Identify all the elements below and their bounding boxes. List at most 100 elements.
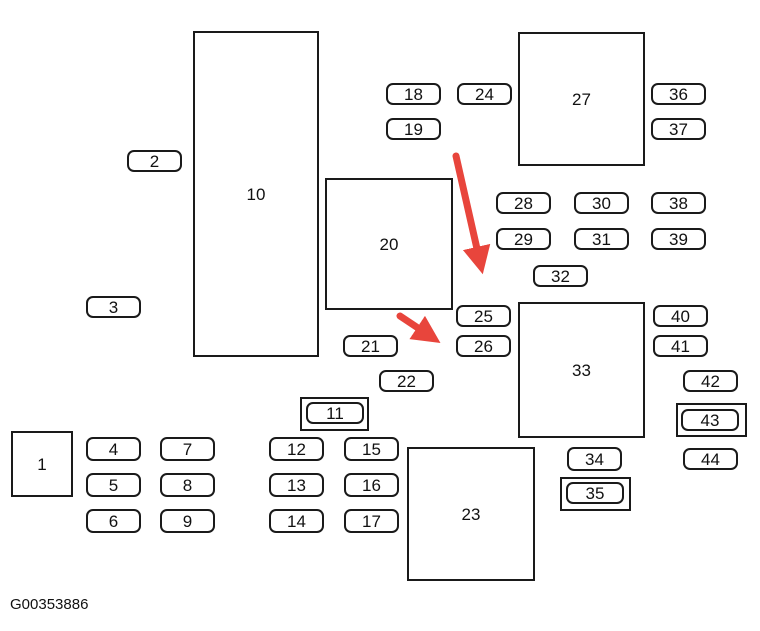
fuse-40: 40 (653, 305, 708, 327)
fuse-31-outline (574, 228, 629, 250)
fuse-41: 41 (653, 335, 708, 357)
fuse-35-frame (560, 477, 631, 511)
fuse-39-label: 39 (669, 230, 688, 249)
relay-27: 27 (518, 32, 645, 166)
fuse-43: 43 (676, 403, 747, 437)
fuse-32-label: 32 (551, 267, 570, 286)
fuse-15: 15 (344, 437, 399, 461)
fuse-22-outline (379, 370, 434, 392)
fuse-22: 22 (379, 370, 434, 392)
fuse-5: 5 (86, 473, 141, 497)
relay-27-outline (518, 32, 645, 166)
fuse-44: 44 (683, 448, 738, 470)
fuse-2-outline (127, 150, 182, 172)
relay-20-outline (325, 178, 453, 310)
fuse-7-outline (160, 437, 215, 461)
fuse-41-label: 41 (671, 337, 690, 356)
fuse-34: 34 (567, 447, 622, 471)
fuse-17-label: 17 (362, 512, 381, 531)
fuse-30-outline (574, 192, 629, 214)
fuse-4: 4 (86, 437, 141, 461)
fuse-18-label: 18 (404, 85, 423, 104)
fuse-37: 37 (651, 118, 706, 140)
fuse-19: 19 (386, 118, 441, 140)
fuse-37-outline (651, 118, 706, 140)
fuse-36-label: 36 (669, 85, 688, 104)
fuse-13-outline (269, 473, 324, 497)
fuse-11-frame (300, 397, 369, 431)
fuse-40-outline (653, 305, 708, 327)
fuse-7-label: 7 (183, 440, 192, 459)
fuse-17-outline (344, 509, 399, 533)
fuse-39-outline (651, 228, 706, 250)
relay-23-outline (407, 447, 535, 581)
fuse-35-outline (566, 482, 624, 504)
fuse-36: 36 (651, 83, 706, 105)
fuse-5-outline (86, 473, 141, 497)
fuse-24: 24 (457, 83, 512, 105)
fuse-42-label: 42 (701, 372, 720, 391)
fuse-41-outline (653, 335, 708, 357)
fuse-16: 16 (344, 473, 399, 497)
fuse-3-label: 3 (109, 298, 118, 317)
fuse-21: 21 (343, 335, 398, 357)
fuse-29-outline (496, 228, 551, 250)
fuse-18: 18 (386, 83, 441, 105)
fuse-38-outline (651, 192, 706, 214)
fuse-31: 31 (574, 228, 629, 250)
fuse-14: 14 (269, 509, 324, 533)
fuse-43-outline (681, 409, 739, 431)
fuse-44-label: 44 (701, 450, 720, 469)
fuse-8-label: 8 (183, 476, 192, 495)
fuse-11: 11 (300, 397, 369, 431)
relay-33-label: 33 (572, 361, 591, 380)
fuse-9: 9 (160, 509, 215, 533)
fuse-12-outline (269, 437, 324, 461)
fuse-28-outline (496, 192, 551, 214)
relay-10-label: 10 (247, 185, 266, 204)
fuse-5-label: 5 (109, 476, 118, 495)
fuse-30-label: 30 (592, 194, 611, 213)
fuse-36-outline (651, 83, 706, 105)
fuse-18-outline (386, 83, 441, 105)
relay-1: 1 (11, 431, 73, 497)
fuse-34-outline (567, 447, 622, 471)
relay-1-outline (11, 431, 73, 497)
fuse-15-label: 15 (362, 440, 381, 459)
fuse-28: 28 (496, 192, 551, 214)
fuse-6-outline (86, 509, 141, 533)
fuse-9-label: 9 (183, 512, 192, 531)
relay-1-label: 1 (37, 455, 46, 474)
fuse-42-outline (683, 370, 738, 392)
fuse-19-outline (386, 118, 441, 140)
fuse-19-label: 19 (404, 120, 423, 139)
fuse-30: 30 (574, 192, 629, 214)
fuse-38-label: 38 (669, 194, 688, 213)
fuse-2: 2 (127, 150, 182, 172)
fuse-22-label: 22 (397, 372, 416, 391)
fuse-28-label: 28 (514, 194, 533, 213)
fuse-16-label: 16 (362, 476, 381, 495)
fuse-25: 25 (456, 305, 511, 327)
fuse-3: 3 (86, 296, 141, 318)
fuse-7: 7 (160, 437, 215, 461)
figure-id-caption: G00353886 (10, 596, 89, 613)
relay-20: 20 (325, 178, 453, 310)
fuse-6-label: 6 (109, 512, 118, 531)
fuse-31-label: 31 (592, 230, 611, 249)
fuse-24-label: 24 (475, 85, 494, 104)
fuse-9-outline (160, 509, 215, 533)
fuse-4-label: 4 (109, 440, 118, 459)
fuse-13-label: 13 (287, 476, 306, 495)
fuse-25-outline (456, 305, 511, 327)
relay-20-label: 20 (380, 235, 399, 254)
relay-10-outline (193, 31, 319, 357)
fuse-14-outline (269, 509, 324, 533)
fuse-15-outline (344, 437, 399, 461)
relay-27-label: 27 (572, 90, 591, 109)
fuse-14-label: 14 (287, 512, 306, 531)
fuse-40-label: 40 (671, 307, 690, 326)
fuse-21-label: 21 (361, 337, 380, 356)
fuse-37-label: 37 (669, 120, 688, 139)
relay-33: 33 (518, 302, 645, 438)
